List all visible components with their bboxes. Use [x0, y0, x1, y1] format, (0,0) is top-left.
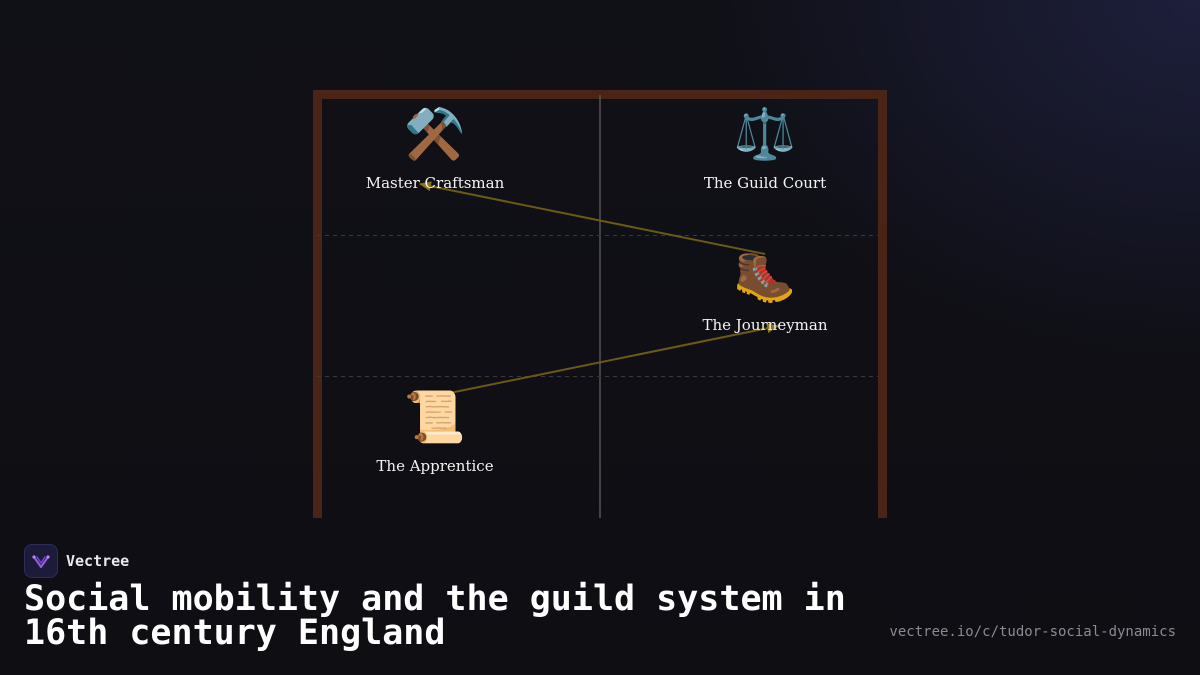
hiking-boot-icon: 🥾: [733, 247, 797, 305]
node-apprentice: 📜 The Apprentice: [335, 389, 535, 475]
arrow-apprentice-to-journeyman: [434, 323, 779, 397]
brand[interactable]: Vectree: [24, 544, 129, 578]
node-label: The Guild Court: [703, 174, 827, 192]
frame-top-beam: [313, 90, 887, 99]
hammer-and-pick-icon: ⚒️: [403, 105, 467, 163]
node-master-craftsman: ⚒️ Master Craftsman: [335, 106, 535, 192]
page-title: Social mobility and the guild system in …: [24, 579, 846, 653]
brand-name: Vectree: [66, 552, 130, 570]
balance-scale-icon: ⚖️: [733, 105, 797, 163]
frame-left-post: [313, 90, 322, 518]
node-label: The Apprentice: [376, 457, 494, 475]
source-url[interactable]: vectree.io/c/tudor-social-dynamics: [889, 624, 1176, 640]
node-label: The Journeyman: [702, 316, 828, 334]
vectree-logo-icon: [24, 544, 58, 578]
scroll-icon: 📜: [403, 388, 467, 446]
node-guild-court: ⚖️ The Guild Court: [665, 106, 865, 192]
node-label: Master Craftsman: [365, 174, 505, 192]
node-journeyman: 🥾 The Journeyman: [665, 248, 865, 334]
arrow-journeyman-to-master: [419, 181, 766, 255]
frame-right-post: [878, 90, 887, 518]
